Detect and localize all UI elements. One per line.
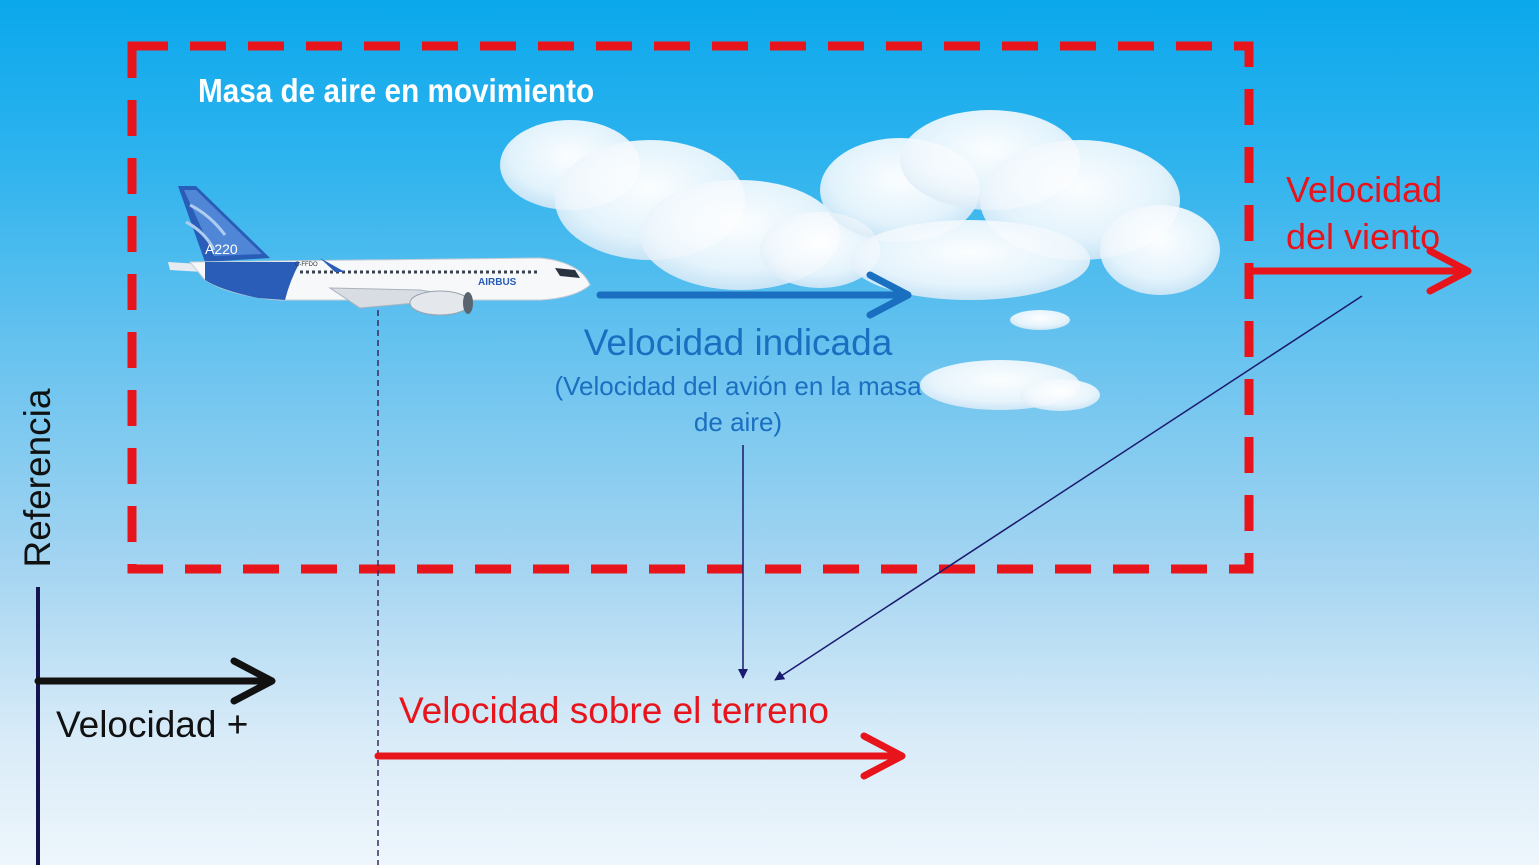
air-mass-box [127, 41, 1254, 574]
positive-speed-arrow [34, 657, 276, 705]
aircraft-registration-marking: C-FFDO [295, 262, 318, 268]
ground-speed-arrow [374, 732, 906, 780]
positive-speed-label: Velocidad + [56, 704, 249, 745]
reference-label: Referencia [17, 388, 58, 568]
aircraft-model-marking: A220 [205, 241, 238, 257]
wind-speed-arrow [1248, 247, 1472, 295]
airplane-illustration: A220 AIRBUS C-FFDO [168, 186, 591, 316]
indicated-speed-label: Velocidad indicada [583, 322, 893, 363]
wind-speed-label: Velocidad del viento [1286, 169, 1443, 257]
ground-speed-label: Velocidad sobre el terreno [399, 690, 829, 731]
indicated-speed-arrow [596, 271, 912, 319]
aircraft-manufacturer-marking: AIRBUS [478, 277, 517, 288]
air-mass-label: Masa de aire en movimiento [198, 72, 595, 109]
wind-to-ground-connector [774, 295, 1363, 681]
cloud-group [500, 110, 1220, 411]
indicated-speed-note: (Velocidad del avión en la masa de aire) [554, 371, 922, 437]
